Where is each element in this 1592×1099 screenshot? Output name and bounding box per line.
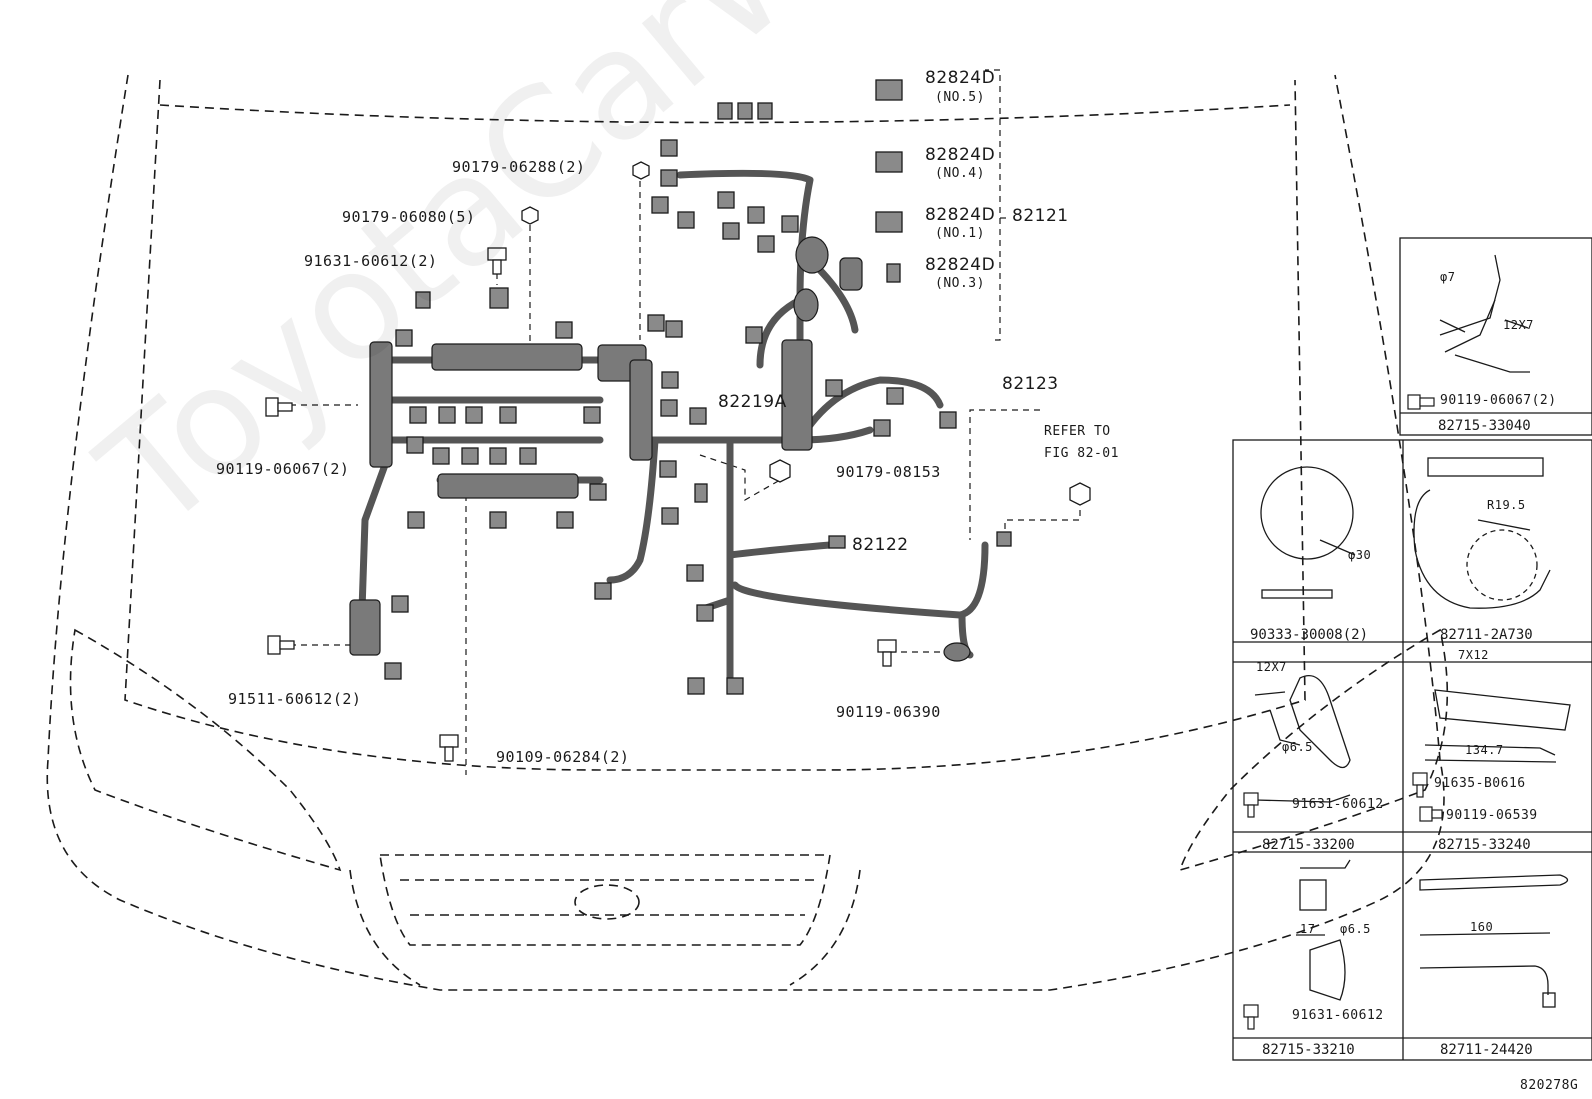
caption-82715-33200: 82715-33200: [1262, 837, 1355, 853]
windshield-line: [159, 104, 1291, 124]
grille-outline: [379, 854, 831, 946]
callout-82122: 82122: [852, 535, 909, 555]
fastener-91635-b0616: 91635-B0616: [1434, 776, 1526, 791]
note-phi7: φ7: [1440, 270, 1456, 284]
callout-82824d-no1: 82824D: [925, 205, 996, 225]
callout-82824d-no3-note: (NO.3): [935, 276, 985, 291]
fastener-90119-06067: 90119-06067(2): [1440, 393, 1557, 408]
note-7x12: 7X12: [1458, 648, 1489, 662]
right-headlight: [1178, 628, 1449, 872]
callout-bolt-91631-60612: 91631-60612(2): [304, 252, 438, 270]
callout-nut-90179-08153: 90179-08153: [836, 463, 941, 481]
note-12x7-b: 12X7: [1256, 660, 1287, 674]
note-phi30: φ30: [1348, 548, 1372, 562]
note-phi6-5-b: φ6.5: [1340, 922, 1371, 936]
callout-bolt-90119-06067: 90119-06067(2): [216, 460, 350, 478]
callout-82121: 82121: [1012, 206, 1069, 226]
left-headlight: [69, 628, 342, 872]
fastener-91631-60612-b: 91631-60612: [1292, 1008, 1384, 1023]
callout-82824d-no1-note: (NO.1): [935, 226, 985, 241]
callout-relay-82219a: 82219A: [718, 392, 787, 412]
callout-82123: 82123: [1002, 374, 1059, 394]
callout-82824d-no4-note: (NO.4): [935, 166, 985, 181]
grille-inner: [400, 879, 815, 916]
note-160: 160: [1470, 920, 1494, 934]
note-phi6-5-a: φ6.5: [1282, 740, 1313, 754]
caption-82715-33240: 82715-33240: [1438, 837, 1531, 853]
note-12x7-a: 12X7: [1503, 318, 1534, 332]
hood-outline: [124, 79, 1306, 771]
callout-nut-90179-06288: 90179-06288(2): [452, 158, 586, 176]
figure-id: 820278G: [1520, 1078, 1579, 1093]
note-17: 17: [1300, 922, 1316, 936]
detail-table: [1232, 439, 1592, 1061]
emblem: [574, 884, 640, 920]
caption-82715-33040: 82715-33040: [1438, 418, 1531, 434]
callout-82824d-no3: 82824D: [925, 255, 996, 275]
detail-panel-82715-33040: [1399, 237, 1592, 436]
caption-90333-30008: 90333-30008(2): [1250, 627, 1369, 643]
note-r19-5: R19.5: [1487, 498, 1526, 512]
caption-82711-2a730: 82711-2A730: [1440, 627, 1533, 643]
callout-82824d-no4: 82824D: [925, 145, 996, 165]
callout-bolt-90109-06284: 90109-06284(2): [496, 748, 630, 766]
caption-82715-33210: 82715-33210: [1262, 1042, 1355, 1058]
callout-bolt-91511-60612: 91511-60612(2): [228, 690, 362, 708]
callout-82824d-no5-note: (NO.5): [935, 90, 985, 105]
fastener-90119-06539: 90119-06539: [1446, 808, 1538, 823]
callout-nut-90179-06080: 90179-06080(5): [342, 208, 476, 226]
refer-note-line1: REFER TO: [1044, 424, 1111, 439]
car-body-outline: [46, 74, 1445, 991]
callout-82824d-no5: 82824D: [925, 68, 996, 88]
caption-82711-24420: 82711-24420: [1440, 1042, 1533, 1058]
refer-note-line2: FIG 82-01: [1044, 446, 1119, 461]
callout-bolt-90119-06390: 90119-06390: [836, 703, 941, 721]
fastener-91631-60612-a: 91631-60612: [1292, 797, 1384, 812]
note-134-7: 134.7: [1465, 743, 1504, 757]
